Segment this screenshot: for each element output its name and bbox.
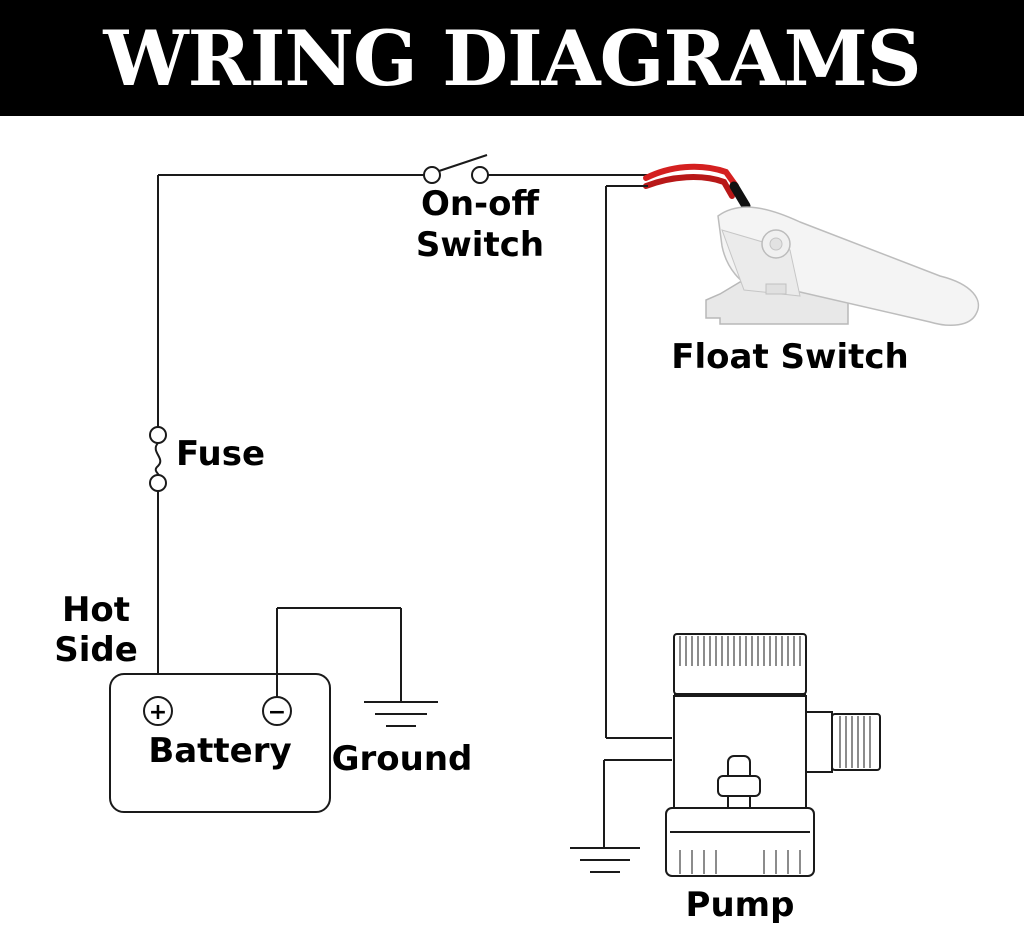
pump-label: Pump [686, 885, 795, 925]
fuse-symbol [149, 426, 167, 492]
title-banner: WRING DIAGRAMS [0, 0, 1024, 116]
ground-label: Ground [332, 739, 473, 779]
diagram-title: WRING DIAGRAMS [103, 13, 921, 103]
on-off-switch-label-line2: Switch [416, 225, 544, 265]
pump-device [665, 633, 881, 877]
float-switch-leads [643, 163, 751, 211]
battery-positive-terminal: + [143, 696, 173, 726]
on-off-switch-symbol [423, 154, 489, 184]
on-off-switch-label-line1: On-off [421, 184, 540, 224]
float-switch-device [705, 206, 980, 327]
plus-sign: + [149, 700, 167, 725]
battery-negative-terminal: − [262, 696, 292, 726]
battery-ground-symbol [364, 701, 438, 727]
hot-side-label-line1: Hot [62, 590, 130, 630]
fuse-label: Fuse [176, 434, 265, 474]
pump-ground-symbol [570, 847, 640, 873]
battery-label: Battery [148, 731, 291, 771]
float-switch-label: Float Switch [671, 337, 908, 377]
hot-side-label-line2: Side [54, 630, 138, 670]
minus-sign: − [268, 700, 286, 725]
